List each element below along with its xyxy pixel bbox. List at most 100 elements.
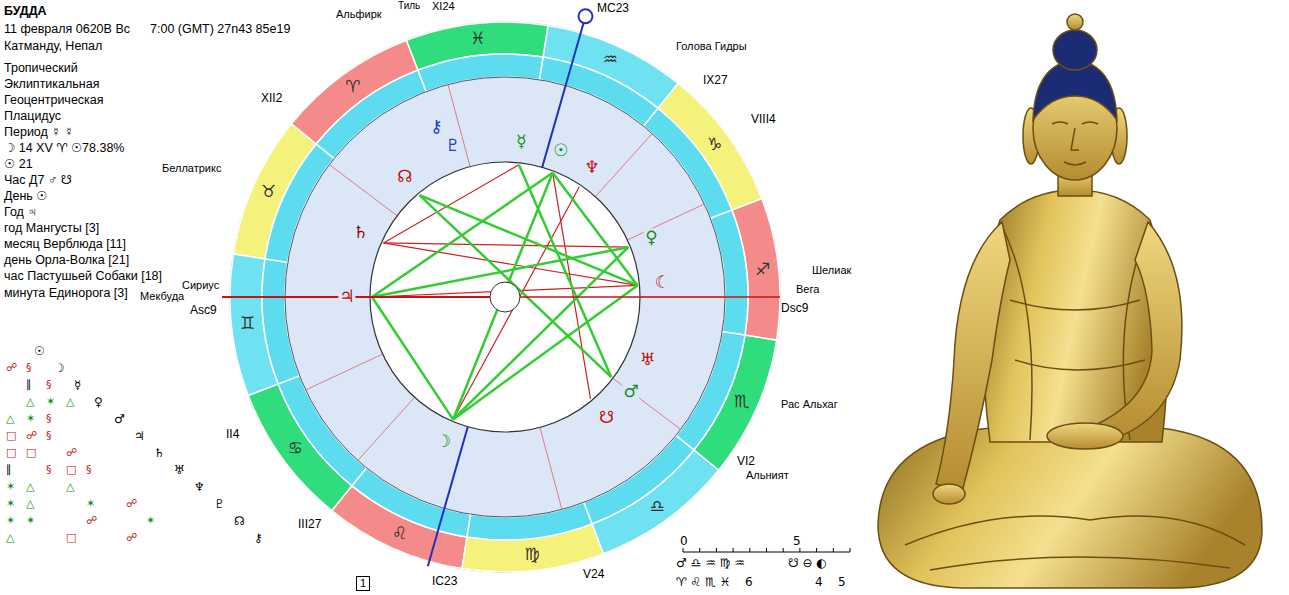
zodiac-sign: ♒	[603, 51, 618, 71]
star-name: Беллатрикс	[162, 162, 221, 175]
aspect-symbol: △	[26, 481, 34, 494]
scale-label: ♂ ♎ ♒ ♍ ♒	[676, 557, 745, 571]
aspect-symbol: ∥	[6, 464, 12, 477]
aspect-line	[383, 243, 628, 247]
chart-title: БУДДА	[4, 4, 47, 18]
house-cusp	[627, 204, 704, 240]
aspect-line	[372, 297, 453, 419]
statue-body	[878, 14, 1262, 588]
zodiac-sign: ♎	[650, 497, 665, 517]
aspect-line	[519, 165, 611, 377]
aspect-symbol: §	[46, 464, 52, 477]
planet-glyph: ♄	[352, 223, 369, 243]
chart-info: Катманду, Непал	[4, 39, 102, 53]
chart-info: 7:00 (GMT) 27n43 85e19	[150, 22, 290, 36]
zodiac-sign: ♓	[470, 30, 485, 50]
house-cusp-label: V24	[583, 568, 604, 582]
zodiac-sign: ♏	[734, 393, 749, 413]
house-cusp	[306, 354, 383, 390]
planet-glyph: ⚷	[429, 118, 443, 138]
dsc-line	[520, 296, 780, 298]
aspect-grid-planet: ♀	[94, 396, 103, 410]
scale-tick	[799, 548, 800, 552]
zodiac-sign: ♌	[392, 524, 407, 544]
star-name: Тиль	[398, 0, 420, 12]
house-cusp-label: XII2	[261, 92, 282, 106]
aspect-symbol: ✶	[46, 396, 55, 409]
planet-glyph: ♆	[584, 158, 601, 178]
aspect-symbol: △	[26, 498, 34, 511]
scale-tick	[716, 548, 717, 552]
planet-glyph: ☿	[515, 132, 527, 152]
chart-info: Час Д7 ♂ ☋	[4, 173, 72, 187]
aspect-grid-planet: ♇	[214, 498, 225, 512]
planet-glyph: ☊	[396, 168, 413, 188]
scale-tick	[816, 548, 817, 552]
zodiac-sign: ♐	[755, 260, 770, 280]
aspect-symbol: △	[6, 413, 14, 426]
aspect-symbol: ✶	[86, 498, 95, 511]
aspect-symbol: □	[26, 447, 36, 460]
aspect-grid-planet: ♅	[174, 464, 185, 478]
house-cusp	[358, 397, 415, 460]
chart-info: Период ☿ ☿	[4, 125, 74, 139]
scale-label: 5	[838, 576, 846, 590]
chart-info: Тропический	[4, 61, 78, 75]
house-cusp-label: XI24	[432, 0, 455, 13]
scale-tick	[833, 548, 834, 552]
star-name: Голова Гидры	[676, 40, 747, 53]
chart-info: год Мангусты [3]	[4, 221, 99, 235]
aspect-grid-planet: ♄	[154, 447, 165, 461]
planet-glyph: ♅	[639, 351, 656, 371]
house-cusp	[595, 134, 652, 197]
aspect-symbol: □	[6, 430, 16, 443]
chart-info: час Пастушьей Собаки [18]	[4, 269, 162, 283]
scale-label: 4	[815, 576, 823, 590]
aspect-symbol: §	[46, 379, 52, 392]
house-cusp-label: VI2	[737, 455, 755, 469]
house-cusp-label: IX27	[703, 74, 728, 88]
chart-info: Эклиптикальная	[4, 77, 99, 91]
scale-tick	[749, 548, 750, 552]
house-cusp	[613, 378, 681, 429]
chart-info: день Орла-Волка [21]	[4, 253, 129, 267]
star-name: Мекбуда	[140, 290, 184, 303]
scale-tick	[699, 548, 700, 552]
house-cusp-label: IC23	[432, 575, 457, 589]
aspect-grid-planet: ☿	[74, 379, 81, 393]
planet-glyph: ♇	[444, 136, 461, 156]
scale-label: 6	[745, 576, 753, 590]
aspect-symbol: △	[26, 396, 34, 409]
aspect-symbol: §	[46, 430, 52, 443]
aspect-symbol: ∥	[26, 379, 32, 392]
mc-marker	[578, 9, 592, 23]
planet-glyph: ♀	[644, 228, 658, 248]
aspect-grid-planet: ♃	[134, 430, 145, 444]
aspect-symbol: □	[66, 464, 76, 477]
aspect-symbol: △	[66, 481, 74, 494]
aspect-grid-planet: ☽	[54, 362, 65, 376]
scale-label: ♈ ♌ ♏ ♓	[676, 576, 730, 590]
chart-info: 11 февраля 0620В Вс	[4, 22, 130, 36]
aspect-symbol: §	[26, 362, 32, 375]
planet-glyph: ♂	[623, 382, 640, 402]
scale-tick	[733, 548, 734, 552]
ic-line	[428, 427, 468, 566]
aspect-symbol: ☍	[66, 447, 77, 460]
star-name: Альфирк	[336, 8, 382, 21]
house-cusp-label: Asc9	[190, 304, 217, 318]
aspect-grid-planet: ☉	[34, 345, 45, 359]
aspect-line	[383, 165, 518, 243]
aspect-grid-planet: ♂	[114, 413, 125, 427]
aspect-symbol: §	[86, 464, 92, 477]
aspect-symbol: ☍	[26, 430, 37, 443]
zodiac-sign: ♉	[261, 182, 276, 202]
aspect-symbol: ✶	[146, 515, 155, 528]
house-cusp-label: III27	[298, 518, 321, 532]
star-name: Рас Альхаг	[781, 398, 838, 411]
aspect-symbol: △	[66, 396, 74, 409]
aspect-symbol: §	[46, 413, 52, 426]
aspect-symbol: □	[66, 532, 76, 545]
center-circle	[490, 282, 520, 312]
